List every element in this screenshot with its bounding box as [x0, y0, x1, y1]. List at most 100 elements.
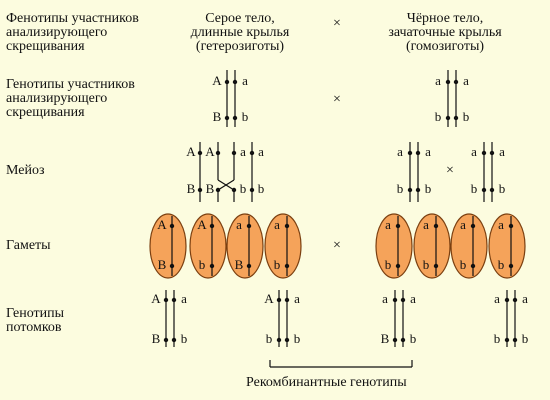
offspring-2-right-locus-1 — [284, 297, 290, 303]
gamete-parent2-3-chromosome-locus-2 — [470, 263, 476, 269]
offspring-3-left-locus-2 — [392, 337, 398, 343]
offspring-4-left-locus-2 — [504, 337, 510, 343]
genotype-parent1-allele-right-2: b — [242, 109, 249, 124]
offspring-4-allele-left-1: a — [494, 291, 500, 306]
genotype-parent1-allele-left-2: B — [213, 109, 222, 124]
genotype-parent2-right-locus-1 — [453, 79, 459, 85]
meiosis-p1-b1: b — [240, 181, 247, 196]
meiosis-p1-b2: b — [258, 181, 265, 196]
genotype-parent1-allele-left-1: A — [212, 73, 222, 88]
gamete-parent2-4-allele-1: a — [498, 217, 504, 232]
gamete-parent1-2-allele-1: A — [197, 217, 207, 232]
offspring-2-allele-left-2: b — [266, 331, 273, 346]
gamete-parent2-2-chromosome-locus-1 — [433, 223, 439, 229]
genotypes-label-line-1: Генотипы участников — [6, 77, 135, 92]
offspring-4-left-locus-1 — [504, 297, 510, 303]
offspring-1-left-locus-1 — [163, 297, 169, 303]
cross-symbol-gametes: × — [333, 238, 341, 253]
meiosis-p1-chromatid-3-locus-1 — [231, 150, 237, 156]
meiosis-p2-pair-1-letter-1b: b — [397, 181, 404, 196]
meiosis-p2-pair-2-letter-1a: a — [471, 144, 477, 159]
offspring-2-left-locus-1 — [276, 297, 282, 303]
gamete-parent1-4-chromosome-locus-2 — [284, 263, 290, 269]
gamete-parent1-1-chromosome-locus-2 — [169, 263, 175, 269]
gamete-parent2-1-chromosome-locus-1 — [395, 223, 401, 229]
gamete-parent2-3-allele-1: a — [460, 217, 466, 232]
gamete-parent2-3-cell — [450, 213, 488, 279]
meiosis-p1-a1: a — [240, 144, 246, 159]
offspring-2-right-locus-2 — [284, 337, 290, 343]
genotype-parent2-allele-left-2: b — [435, 109, 442, 124]
genotype-parent1-left-locus-2 — [224, 115, 230, 121]
gamete-parent1-4-allele-2: b — [274, 257, 281, 272]
gamete-parent1-3-allele-2: B — [235, 257, 244, 272]
meiosis-p2-pair-1-letter-2b: b — [425, 181, 432, 196]
meiosis-p1-chromatid-1-locus-2 — [197, 187, 203, 193]
phenotypes-label-line-3: скрещивания — [6, 39, 85, 54]
offspring-4-right-locus-2 — [512, 337, 518, 343]
meiosis-p1-a2: a — [258, 144, 264, 159]
gamete-parent2-1-allele-2: b — [385, 257, 392, 272]
meiosis-p1-A1: A — [186, 144, 196, 159]
meiosis-p2-pair-1-c2-locus-1 — [415, 150, 421, 156]
gamete-parent1-4-chromosome-locus-1 — [284, 223, 290, 229]
gamete-parent1-2-allele-2: b — [199, 257, 206, 272]
offspring-1-allele-right-2: b — [181, 331, 188, 346]
gamete-parent2-4-allele-2: b — [498, 257, 505, 272]
meiosis-p2-pair-2-letter-2b: b — [499, 181, 506, 196]
offspring-4-allele-left-2: b — [494, 331, 501, 346]
gamete-parent2-2-chromosome-locus-2 — [433, 263, 439, 269]
cross-symbol-meiosis: × — [446, 163, 454, 178]
phenotypes-label-line-2: анализирующего — [6, 25, 108, 40]
genotype-parent2-right-locus-2 — [453, 115, 459, 121]
offspring-1-allele-left-2: B — [152, 331, 161, 346]
gamete-parent2-4-chromosome-locus-1 — [508, 223, 514, 229]
gamete-parent1-3-chromosome-locus-2 — [246, 263, 252, 269]
parent1-line-3: (гетерозиготы) — [195, 39, 285, 54]
gamete-parent2-4-chromosome-locus-2 — [508, 263, 514, 269]
offspring-4-allele-right-1: a — [522, 291, 528, 306]
gamete-parent2-1-chromosome-locus-2 — [395, 263, 401, 269]
gamete-parent2-2-allele-1: a — [423, 217, 429, 232]
meiosis-p1-A2: A — [205, 144, 215, 159]
genotype-parent2-left-locus-1 — [445, 79, 451, 85]
genotypes-label-line-3: скрещивания — [6, 105, 85, 120]
meiosis-p1-B2: B — [206, 181, 215, 196]
gamete-parent2-1-allele-1: a — [385, 217, 391, 232]
parent2-line-3: (гомозиготы) — [405, 39, 485, 54]
genotype-parent2-allele-right-1: a — [463, 73, 469, 88]
gamete-parent2-1-cell — [375, 213, 413, 279]
meiosis-row-label: Мейоз — [6, 163, 45, 178]
gamete-parent1-1-allele-2: B — [158, 257, 167, 272]
offspring-4-right-locus-1 — [512, 297, 518, 303]
offspring-2-left-locus-2 — [276, 337, 282, 343]
gamete-parent2-2-cell — [413, 213, 451, 279]
offspring-3-right-locus-2 — [400, 337, 406, 343]
meiosis-p1-chromatid-4-locus-1 — [249, 150, 255, 156]
genotype-parent1-right-locus-1 — [232, 79, 238, 85]
genotype-parent2-allele-right-2: b — [463, 109, 470, 124]
parent2-phenotype: Чёрное тело, зачаточные крылья (гомозиго… — [370, 12, 520, 54]
parent1-line-2: длинные крылья — [190, 25, 290, 40]
meiosis-p2-pair-2-c2-locus-1 — [489, 150, 495, 156]
offspring-1-allele-right-1: a — [181, 291, 187, 306]
offspring-2-allele-left-1: A — [264, 291, 274, 306]
offspring-3-allele-left-2: B — [381, 331, 390, 346]
meiosis-p2-pair-2-c2-locus-2 — [489, 187, 495, 193]
meiosis-p2-pair-1-letter-1a: a — [397, 144, 403, 159]
gamete-parent1-1-allele-1: A — [157, 217, 167, 232]
parent1-line-1: Серое тело, — [205, 11, 275, 26]
meiosis-p1-chromatid-2-locus-2 — [215, 187, 221, 193]
gamete-parent2-4-cell — [488, 213, 526, 279]
gamete-parent2-2-allele-2: b — [423, 257, 430, 272]
genotype-parent1-allele-right-1: a — [242, 73, 248, 88]
phenotypes-label-line-1: Фенотипы участников — [6, 11, 139, 26]
offspring-3-allele-left-1: a — [382, 291, 388, 306]
meiosis-p1-chromatid-2-locus-1 — [215, 150, 221, 156]
gamete-parent1-3-allele-1: a — [236, 217, 242, 232]
genotype-parent2-allele-left-1: a — [435, 73, 441, 88]
genotypes-row-label: Генотипы участников анализирующего скрещ… — [6, 78, 135, 120]
meiosis-p2-pair-2-c1-locus-1 — [481, 150, 487, 156]
meiosis-p2-pair-1-letter-2a: a — [425, 144, 431, 159]
